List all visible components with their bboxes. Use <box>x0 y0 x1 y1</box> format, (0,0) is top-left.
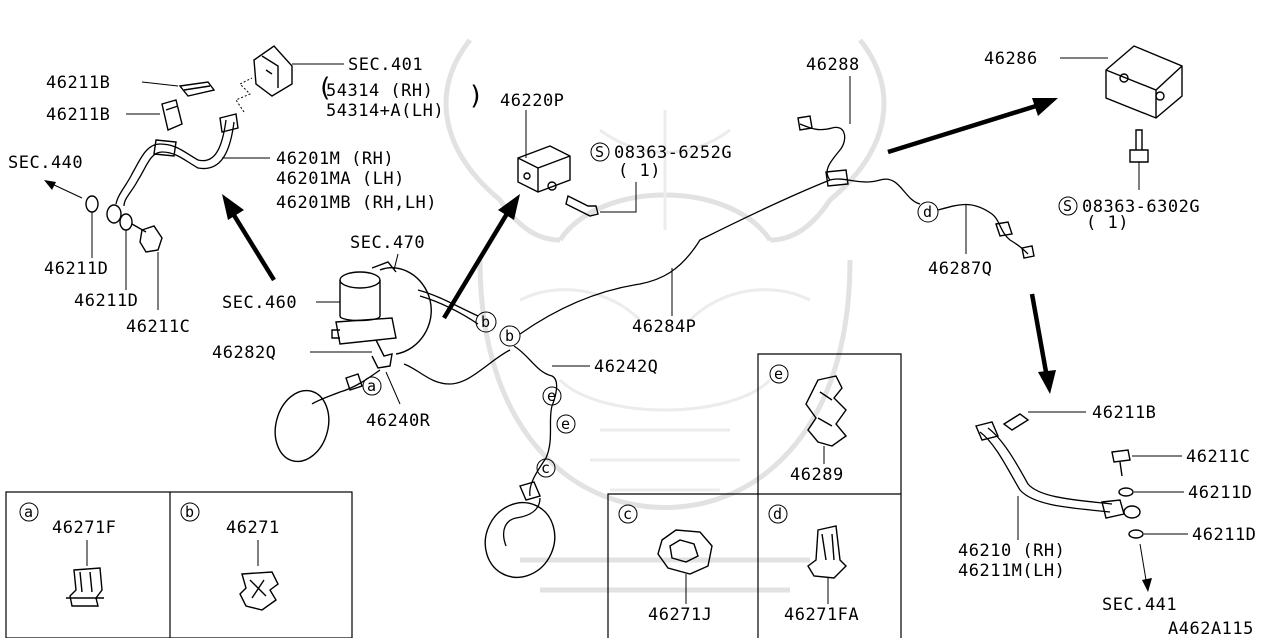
label-46211b-a: 46211B <box>46 73 110 93</box>
label-46211c-right: 46211C <box>1186 447 1250 467</box>
label-54314-lh: 54314+A(LH) <box>326 101 444 121</box>
watermark-samurai-helmet <box>443 38 887 593</box>
label-46211b-b: 46211B <box>46 105 110 125</box>
inset-b: b 46271 <box>180 502 280 611</box>
inset-a-letter: a <box>24 503 33 521</box>
label-46211m: 46211M(LH) <box>958 561 1065 581</box>
label-sec470: SEC.470 <box>350 233 425 253</box>
inset-frames <box>5 353 902 638</box>
inset-a-part-label: 46271F <box>52 518 116 538</box>
callout-d: d <box>923 203 932 221</box>
label-46211d-right-a: 46211D <box>1188 483 1252 503</box>
label-46242q: 46242Q <box>594 357 658 377</box>
inset-c-letter: c <box>623 505 632 523</box>
callout-c: c <box>541 459 550 477</box>
inset-d-letter: d <box>773 505 782 523</box>
callout-b-a: b <box>481 313 490 331</box>
label-46211d-right-b: 46211D <box>1192 525 1256 545</box>
label-46211b-right: 46211B <box>1092 403 1156 423</box>
label-46211d-b: 46211D <box>74 291 138 311</box>
brake-pipes: 46284P b b 46242Q e e c a 46288 d <box>274 55 1035 579</box>
label-46210: 46210 (RH) <box>958 541 1065 561</box>
label-qty-a: ( 1) <box>618 161 661 181</box>
inset-b-letter: b <box>185 503 194 521</box>
label-46211c-left: 46211C <box>126 317 190 337</box>
inset-c-part-label: 46271J <box>648 605 712 625</box>
label-46240r: 46240R <box>366 411 431 431</box>
inset-d: d 46271FA <box>768 504 859 625</box>
label-sec401: SEC.401 <box>348 55 423 75</box>
label-sec440: SEC.440 <box>8 153 83 173</box>
label-46284p: 46284P <box>632 317 696 337</box>
callout-s-a: S <box>595 143 604 161</box>
label-46201mb: 46201MB (RH,LH) <box>276 193 437 213</box>
callout-a: a <box>367 377 376 395</box>
inset-d-part-label: 46271FA <box>784 605 859 625</box>
inset-e: e 46289 <box>769 364 848 485</box>
callout-e-b: e <box>561 415 570 433</box>
junction-block-group: 46220P S 08363-6252G ( 1) <box>500 91 732 217</box>
callout-s-b: S <box>1063 197 1072 215</box>
label-08363-6252g: 08363-6252G <box>614 143 732 163</box>
inset-e-letter: e <box>774 365 783 383</box>
label-54314-rh: 54314 (RH) <box>326 81 433 101</box>
label-46286: 46286 <box>984 49 1038 69</box>
label-46220p: 46220P <box>500 91 564 111</box>
connector-46286-group: 46286 S 08363-6302G ( 1) <box>984 45 1200 233</box>
label-46282q: 46282Q <box>212 343 276 363</box>
svg-text:): ) <box>468 81 484 111</box>
inset-b-part-label: 46271 <box>226 518 280 538</box>
callout-b-b: b <box>505 327 514 345</box>
svg-text:(: ( <box>317 73 333 103</box>
inset-c: c 46271J <box>618 504 713 625</box>
drawing-code: A462A115 <box>1168 619 1254 638</box>
rear-right-hose-group: 46211B 46211C 46211D 46211D 46210 (RH) 4… <box>958 403 1256 615</box>
label-46201ma: 46201MA (LH) <box>276 169 405 189</box>
master-cylinder-group: SEC.470 SEC.460 46282Q 46240R <box>212 233 432 431</box>
direction-arrows <box>222 98 1058 394</box>
inset-a: a 46271F <box>19 502 116 607</box>
label-46211d-a: 46211D <box>44 259 108 279</box>
callout-e-a: e <box>547 387 556 405</box>
label-08363-6302g: 08363-6302G <box>1082 197 1200 217</box>
front-left-hose-group: SEC.401 ( 54314 (RH) 54314+A(LH) ) 46211… <box>8 45 484 337</box>
label-46287q: 46287Q <box>928 259 992 279</box>
label-46201m: 46201M (RH) <box>276 149 394 169</box>
inset-e-part-label: 46289 <box>790 465 844 485</box>
label-sec460: SEC.460 <box>222 293 297 313</box>
label-qty-b: ( 1) <box>1086 213 1129 233</box>
label-46288: 46288 <box>806 55 860 75</box>
label-sec441: SEC.441 <box>1102 595 1177 615</box>
